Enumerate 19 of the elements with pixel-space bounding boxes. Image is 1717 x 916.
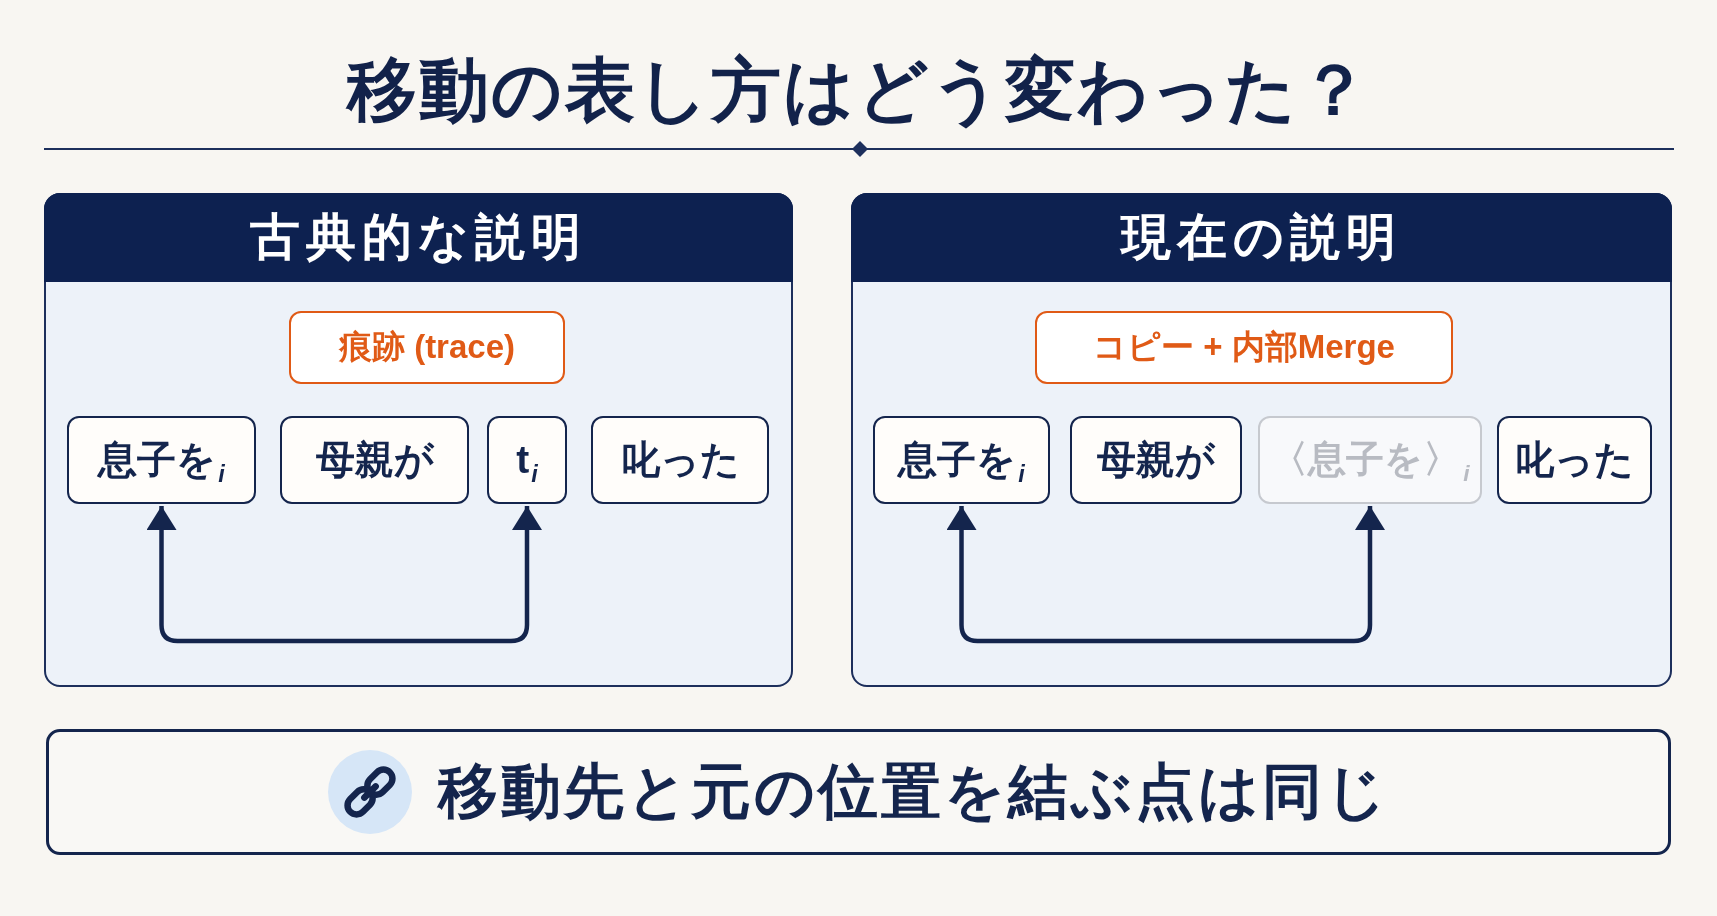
word-box: t$_{i}$	[487, 416, 567, 504]
summary-text: 移動先と元の位置を結ぶ点は同じ	[438, 756, 1389, 827]
word-box: 息子を$_{i}$	[67, 416, 256, 504]
arrow	[146, 506, 542, 644]
word-box: 叱った	[1497, 416, 1652, 504]
summary-box	[46, 729, 1671, 855]
arrow	[946, 506, 1385, 644]
word-box: 母親が	[1070, 416, 1242, 504]
panel-heading: 現在の説明	[851, 193, 1672, 282]
panel-heading: 古典的な説明	[44, 193, 793, 282]
faded-word-box: 〈息子を〉$_{i}$	[1258, 416, 1482, 504]
word-box: 母親が	[280, 416, 469, 504]
operation-box: コピー + 内部Merge	[1035, 311, 1453, 384]
title: 移動の表し方はどう変わった？	[344, 50, 1372, 131]
word-box: 叱った	[591, 416, 769, 504]
word-box: 息子を$_{i}$	[873, 416, 1050, 504]
operation-box: 痕跡 (trace)	[289, 311, 565, 384]
panel	[44, 193, 793, 687]
panel	[851, 193, 1672, 687]
